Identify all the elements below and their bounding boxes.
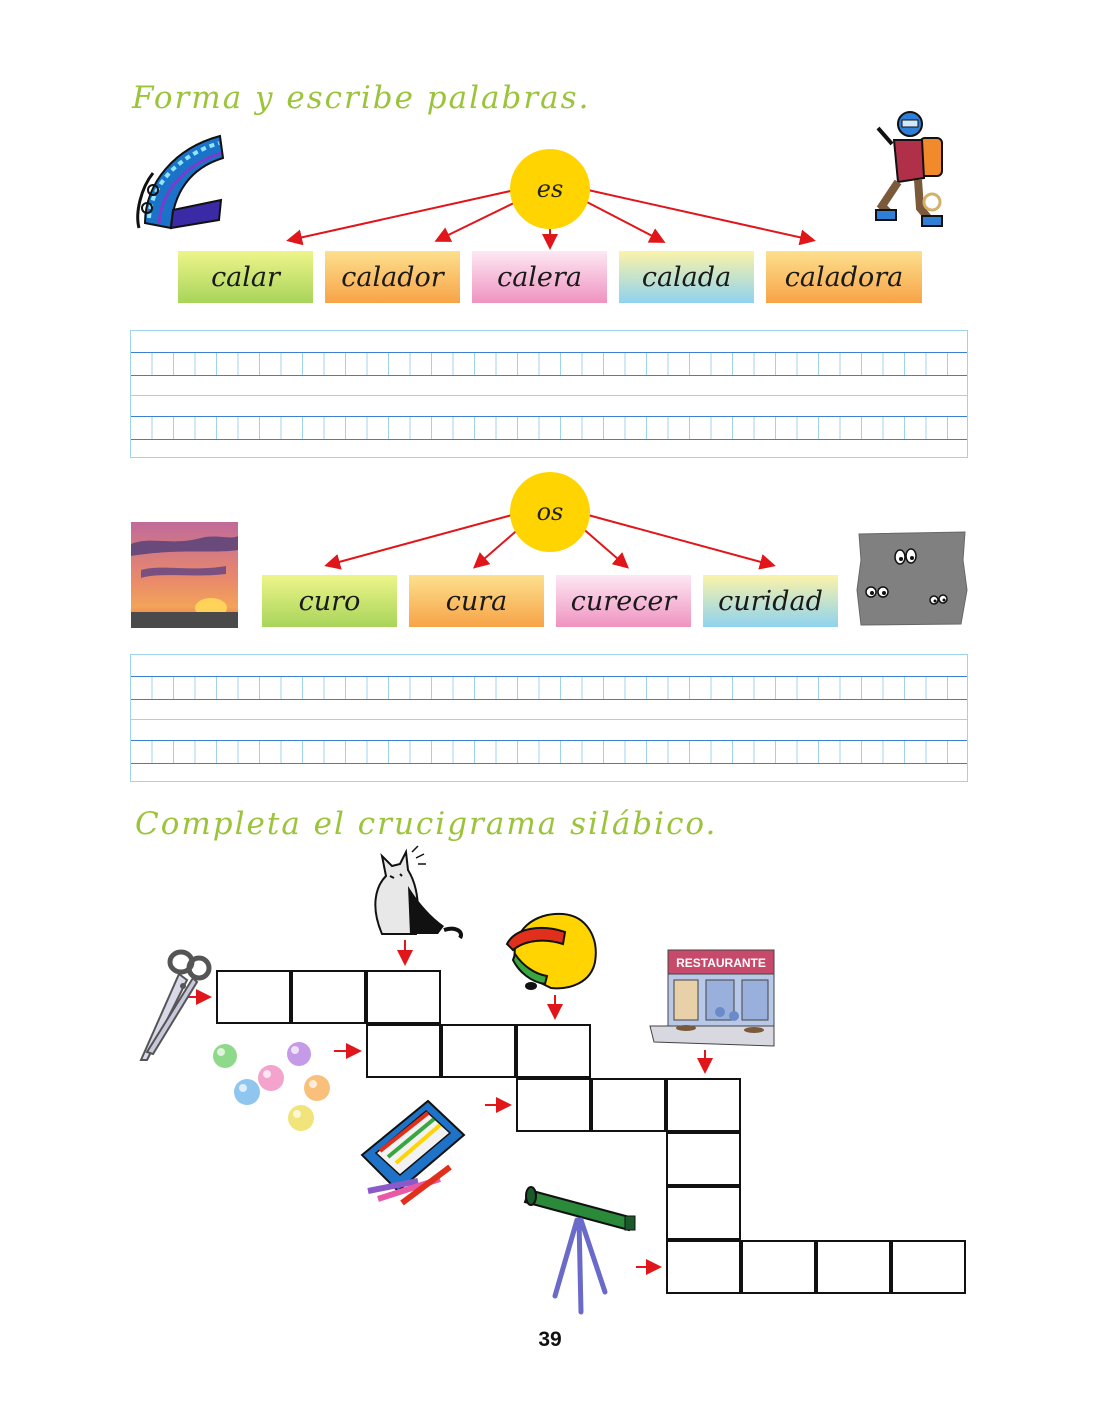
telescope-image [523,1186,636,1315]
climber-image [875,111,943,227]
crossword-cell[interactable] [366,970,441,1024]
crossword-cell[interactable] [516,1078,591,1132]
crossword-cell[interactable] [666,1132,741,1186]
crossword-cell[interactable] [591,1078,666,1132]
crossword-cell[interactable] [666,1078,741,1132]
syllable-os-circle: os [510,472,590,552]
word-card-calar: calar [178,251,313,303]
section-title-crossword: Completa el crucigrama silábico. [135,806,718,842]
crossword-cell[interactable] [816,1240,891,1294]
word-card-curidad: curidad [703,575,838,627]
word-card-calera: calera [472,251,607,303]
marbles-image [213,1042,330,1131]
restaurant-sign: RESTAURANTE [676,956,766,970]
word-card-caladora: caladora [766,251,922,303]
crossword-cell[interactable] [891,1240,966,1294]
word-card-curo: curo [262,575,397,627]
writing-lines-2[interactable] [130,654,968,782]
crossword-cell[interactable] [216,970,291,1024]
crossword-cell[interactable] [516,1024,591,1078]
word-card-cura: cura [409,575,544,627]
cat-image [374,845,463,940]
dark-cave-image [856,531,968,626]
crossword-cell[interactable] [441,1024,516,1078]
syllable-os: os [536,498,564,526]
page-number: 39 [538,1328,562,1351]
writing-lines-1[interactable] [130,330,968,458]
crossword-cell[interactable] [741,1240,816,1294]
restaurant-image: RESTAURANTE [649,949,775,1047]
group1-arrows [286,189,816,250]
crayons-box-image [360,1099,466,1206]
crossword-cell[interactable] [291,970,366,1024]
crossword-arrows [186,940,713,1275]
scissors-image [139,949,212,1061]
staircase-image [136,134,225,230]
word-card-calador: calador [325,251,460,303]
crossword-cell[interactable] [366,1024,441,1078]
section-title-form-words: Forma y escribe palabras. [132,80,591,116]
sunset-image [131,522,238,628]
syllable-es-circle: es [510,149,590,229]
crossword-cell[interactable] [666,1186,741,1240]
helmet-image [505,912,597,990]
crossword-cell[interactable] [666,1240,741,1294]
group2-arrows [324,514,776,570]
word-card-calada: calada [619,251,754,303]
word-card-curecer: curecer [556,575,691,627]
syllable-es: es [536,175,564,203]
